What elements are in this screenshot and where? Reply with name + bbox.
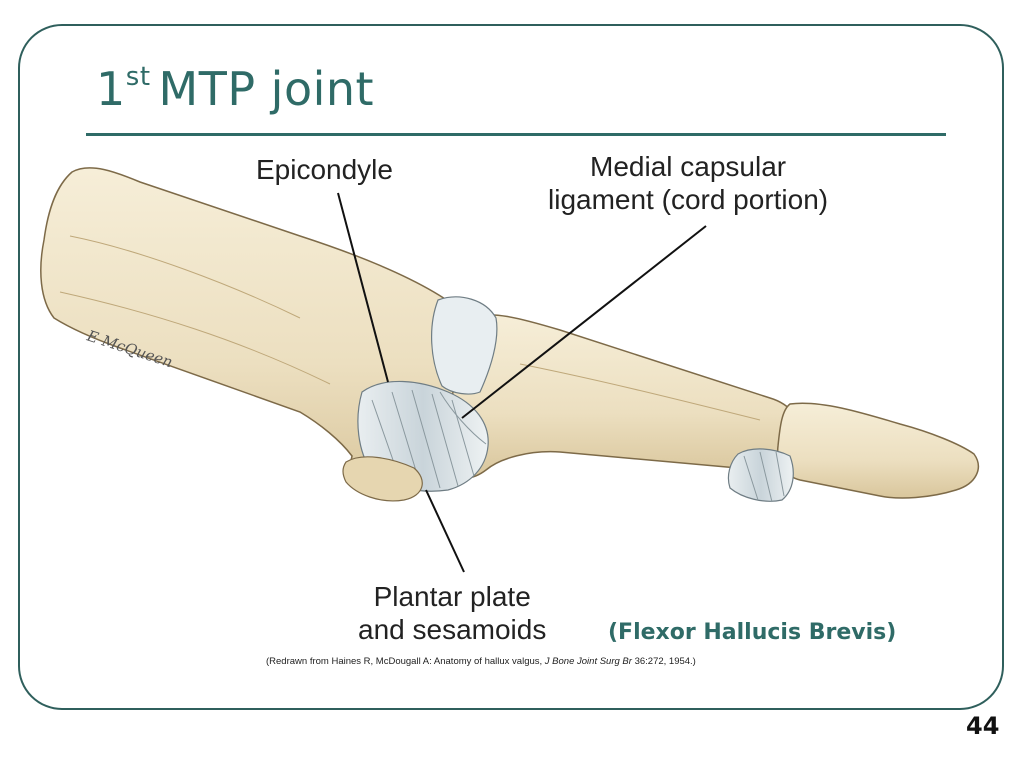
title-number: 1 xyxy=(96,62,126,116)
title-underline xyxy=(86,133,946,136)
sesamoid xyxy=(342,456,423,502)
title-superscript: st xyxy=(125,62,151,92)
citation-details: 36:272, 1954.) xyxy=(631,656,696,667)
plantar-plate-label: Plantar plate and sesamoids xyxy=(358,580,546,646)
citation: (Redrawn from Haines R, McDougall A: Ana… xyxy=(266,656,696,667)
medial-capsular-ligament-label: Medial capsular ligament (cord portion) xyxy=(548,150,828,216)
medial-label-line-1: Medial capsular xyxy=(590,151,787,182)
title-text: MTP joint xyxy=(158,62,375,116)
flexor-hallucis-brevis-label: (Flexor Hallucis Brevis) xyxy=(608,620,897,645)
citation-text: (Redrawn from Haines R, McDougall A: Ana… xyxy=(266,656,545,667)
page-number: 44 xyxy=(966,712,1000,740)
slide-frame xyxy=(18,24,1004,710)
plantar-label-line-2: and sesamoids xyxy=(358,614,547,645)
plantar-label-line-1: Plantar plate xyxy=(373,581,531,612)
medial-label-line-2: ligament (cord portion) xyxy=(548,184,829,215)
epicondyle-pointer-line xyxy=(337,192,389,383)
plantar-plate-pointer-line xyxy=(425,489,465,573)
citation-journal: J Bone Joint Surg Br xyxy=(544,656,632,667)
medial-ligament-pointer-line xyxy=(461,225,707,419)
distal-phalanx xyxy=(776,402,979,499)
epicondyle-label: Epicondyle xyxy=(256,154,393,185)
